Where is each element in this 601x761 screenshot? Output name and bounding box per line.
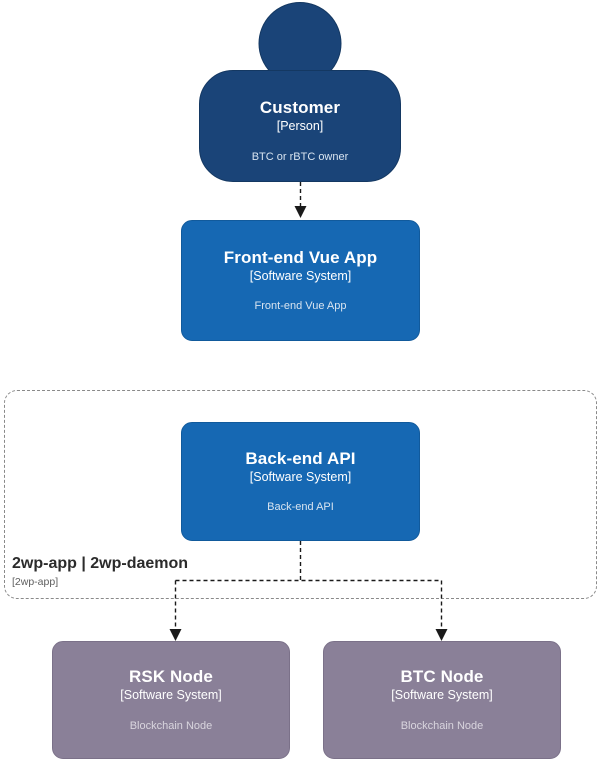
frontend-description: Front-end Vue App [254,300,347,313]
element-customer[interactable]: Customer [Person] BTC or rBTC owner [199,2,401,182]
edge-customer-to-frontend [294,182,307,218]
customer-title: Customer [259,98,341,118]
frontend-title: Front-end Vue App [223,247,378,267]
element-frontend-vue-app[interactable]: Front-end Vue App [Software System] Fron… [181,220,420,341]
element-backend-api[interactable]: Back-end API [Software System] Back-end … [181,422,420,541]
backend-type: [Software System] [249,469,352,484]
customer-type: [Person] [276,119,324,134]
person-body: Customer [Person] BTC or rBTC owner [199,70,401,182]
btc-node-type: [Software System] [391,688,493,703]
btc-node-description: Blockchain Node [400,719,484,732]
rsk-node-title: RSK Node [129,667,213,687]
element-rsk-node[interactable]: RSK Node [Software System] Blockchain No… [52,641,290,759]
element-btc-node[interactable]: BTC Node [Software System] Blockchain No… [323,641,561,759]
boundary-title: 2wp-app | 2wp-daemon [12,555,189,572]
boundary-label: 2wp-app | 2wp-daemon [2wp-app] [12,555,188,588]
boundary-type: [2wp-app] [12,576,59,589]
backend-description: Back-end API [267,501,334,514]
rsk-node-description: Blockchain Node [129,719,213,732]
customer-description: BTC or rBTC owner [251,150,349,163]
frontend-type: [Software System] [249,268,352,283]
backend-title: Back-end API [245,448,356,468]
btc-node-title: BTC Node [400,667,484,687]
boundary-2wp-app [4,390,597,599]
rsk-node-type: [Software System] [120,688,222,703]
